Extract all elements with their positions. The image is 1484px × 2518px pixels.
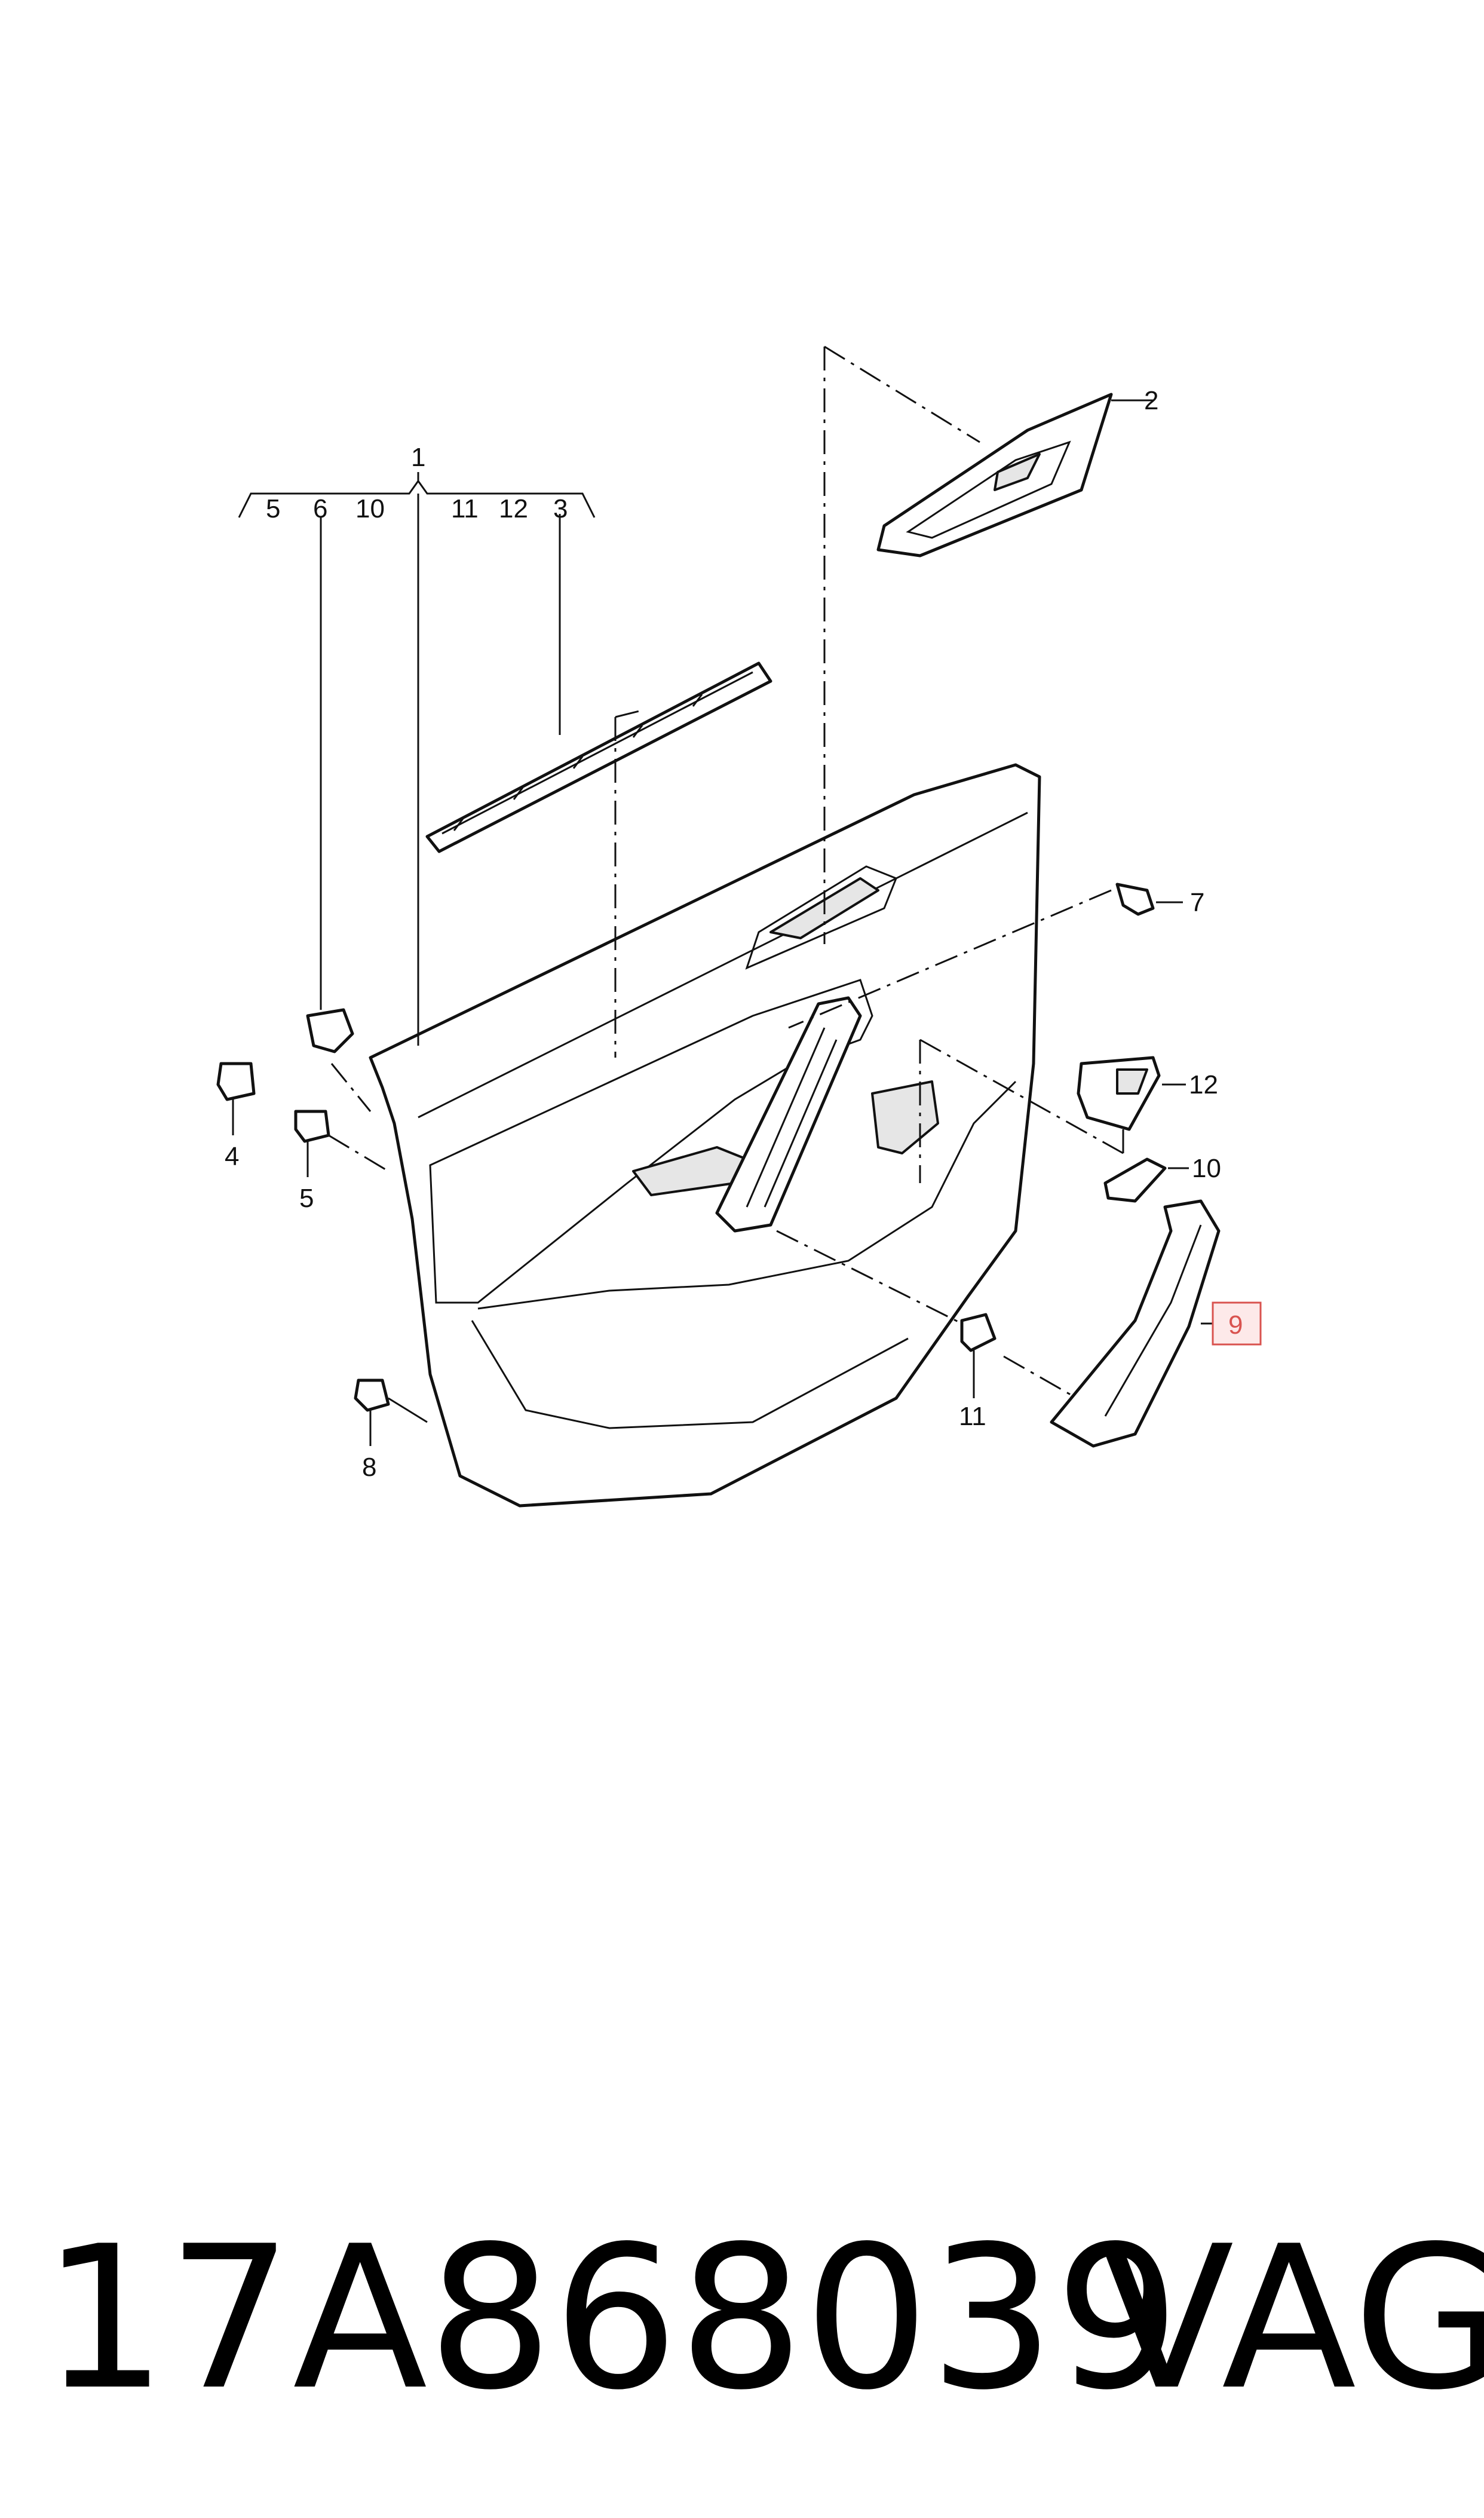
cover-part-12 (1077, 1056, 1186, 1131)
callout-8: 8 (362, 1453, 376, 1482)
trim-part-9 (1050, 1199, 1221, 1448)
assembly-lines (328, 345, 1124, 1405)
callout-1: 1 (411, 443, 425, 472)
clip-part-4 (216, 1062, 256, 1135)
door-trim-panel (369, 494, 1041, 1508)
callout-4: 4 (225, 1142, 239, 1171)
callout-11-list: 11 (451, 494, 479, 523)
callout-11: 11 (959, 1402, 986, 1431)
trim-strip-part (425, 514, 772, 853)
clip-part-8 (354, 1379, 428, 1446)
callout-10-list: 10 (355, 494, 385, 523)
callout-12-list: 12 (499, 494, 528, 523)
clip-part-11 (960, 1313, 997, 1398)
callout-9-highlight[interactable]: 9 (1212, 1301, 1262, 1346)
callout-5-list: 5 (266, 494, 280, 523)
clip-part-6 (306, 517, 354, 1053)
callout-10: 10 (1192, 1154, 1221, 1183)
part-number-caption: 17A868039 (42, 2204, 1181, 2433)
clip-part-10 (1103, 1157, 1189, 1203)
clip-part-5 (294, 1110, 330, 1177)
callout-9: 9 (1228, 1310, 1243, 1340)
brand-caption: VAG (1099, 2204, 1484, 2433)
screw-part-7 (1115, 883, 1183, 916)
switch-panel-part (876, 393, 1153, 557)
callout-12: 12 (1189, 1070, 1218, 1099)
callout-3: 3 (553, 494, 568, 523)
callout-1-bracket (238, 472, 596, 518)
callout-2: 2 (1144, 386, 1158, 415)
callout-6: 6 (313, 494, 327, 523)
callout-9-box (1212, 1301, 1262, 1346)
callout-5: 5 (299, 1184, 314, 1213)
callout-7: 7 (1190, 888, 1204, 917)
